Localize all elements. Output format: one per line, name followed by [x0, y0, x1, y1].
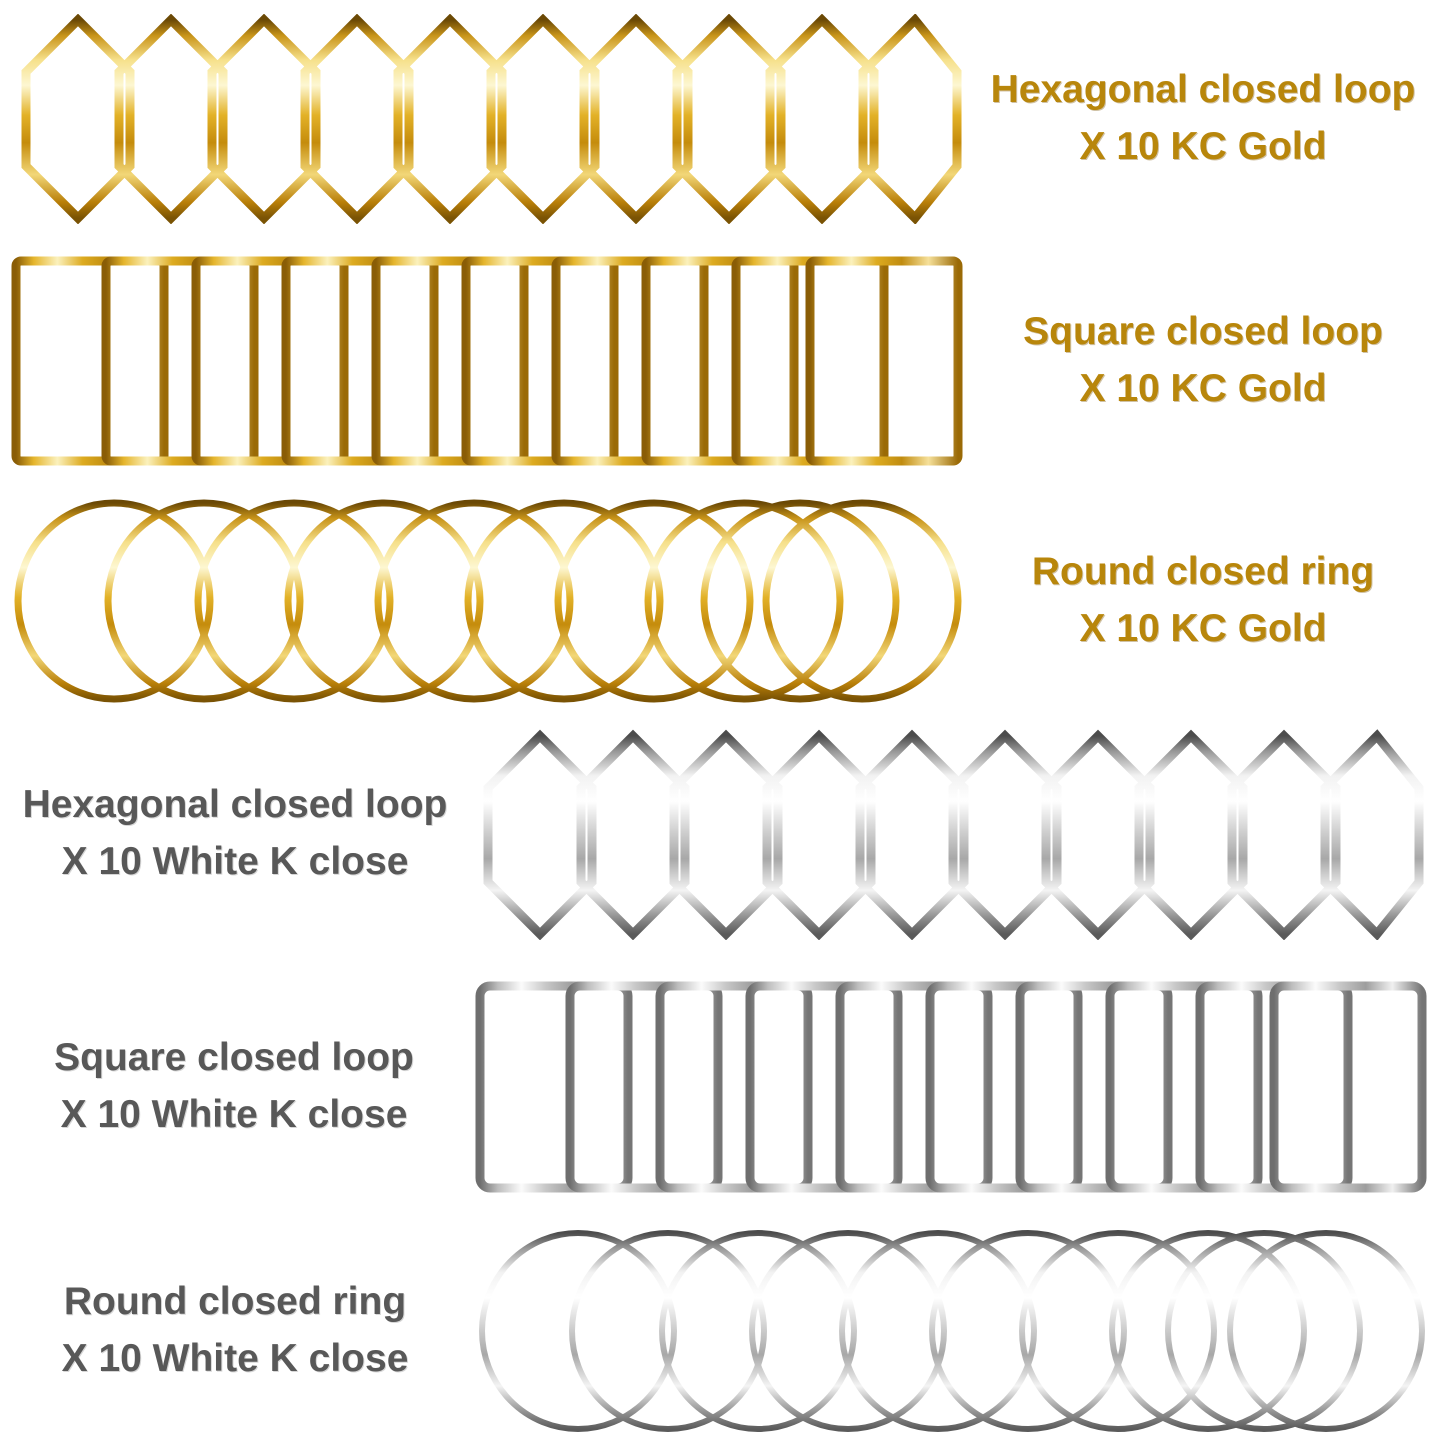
ring-item [929, 1230, 1127, 1432]
square-item [281, 256, 439, 466]
ring-item [14, 499, 214, 703]
hexagon-item [1134, 729, 1248, 940]
hexagon-item [669, 729, 783, 940]
hexagon-item [855, 729, 969, 940]
square-item [461, 256, 619, 466]
square-item [655, 981, 813, 1193]
hexagon-item [1320, 729, 1424, 940]
gold-square-svg [11, 256, 963, 466]
ring-item [104, 499, 304, 703]
ring-item [194, 499, 394, 703]
row-silver-square: Square closed loop X 10 White K close [0, 978, 1440, 1196]
gold-square-group [10, 255, 966, 467]
gold-hexagon-svg [21, 14, 962, 224]
hexagon-item [393, 14, 507, 224]
label-silver-hexagon: Hexagonal closed loop X 10 White K close [0, 777, 470, 890]
hexagon-item [1227, 729, 1341, 940]
hexagon-item [114, 14, 228, 224]
label-line-1: Square closed loop [54, 1036, 414, 1080]
label-silver-square: Square closed loop X 10 White K close [0, 1030, 468, 1143]
ring-item [839, 1230, 1037, 1432]
silver-round-group [474, 1228, 1430, 1434]
label-line-2: X 10 White K close [60, 1093, 408, 1136]
square-item [11, 256, 169, 466]
square-item [371, 256, 529, 466]
ring-item [700, 499, 900, 703]
hexagon-item [486, 14, 600, 224]
square-item [191, 256, 349, 466]
row-gold-square: Square closed loop X 10 KC Gold [0, 255, 1440, 467]
ring-item [762, 499, 962, 703]
label-gold-square: Square closed loop X 10 KC Gold [966, 304, 1440, 417]
silver-round-svg [479, 1230, 1425, 1432]
label-line-2: X 10 KC Gold [1079, 607, 1327, 650]
label-line-1: Hexagonal closed loop [990, 68, 1416, 112]
hexagon-item [576, 729, 690, 940]
square-item [101, 256, 259, 466]
row-gold-hexagon: Hexagonal closed loop X 10 KC Gold [0, 14, 1440, 224]
label-line-1: Round closed ring [63, 1280, 407, 1324]
ring-item [644, 499, 844, 703]
square-item [641, 256, 799, 466]
square-item [835, 981, 993, 1193]
ring-item [1109, 1230, 1307, 1432]
hexagon-item [1041, 729, 1155, 940]
label-silver-round: Round closed ring X 10 White K close [0, 1274, 470, 1387]
ring-item [1165, 1230, 1363, 1432]
square-item [1105, 981, 1263, 1193]
ring-item [1227, 1230, 1425, 1432]
silver-square-svg [475, 981, 1427, 1193]
row-silver-hexagon: Hexagonal closed loop X 10 White K close [0, 728, 1440, 940]
hexagon-item [483, 729, 597, 940]
ring-item [554, 499, 754, 703]
square-item [475, 981, 633, 1193]
ring-item [659, 1230, 857, 1432]
label-gold-hexagon: Hexagonal closed loop X 10 KC Gold [966, 62, 1440, 175]
hexagon-item [762, 729, 876, 940]
hexagon-item [672, 14, 786, 224]
hexagon-item [207, 14, 321, 224]
hexagon-item [300, 14, 414, 224]
ring-item [749, 1230, 947, 1432]
ring-item [374, 499, 574, 703]
ring-item [284, 499, 484, 703]
square-item [925, 981, 1083, 1193]
square-item [1015, 981, 1173, 1193]
hexagon-item [948, 729, 1062, 940]
label-line-2: X 10 White K close [61, 840, 409, 883]
gold-round-svg [14, 499, 962, 703]
square-item [551, 256, 709, 466]
silver-hexagon-group [478, 728, 1428, 940]
gold-hexagon-group [16, 14, 966, 224]
ring-item [464, 499, 664, 703]
ring-item [569, 1230, 767, 1432]
row-silver-round: Round closed ring X 10 White K close [0, 1228, 1440, 1434]
label-line-2: X 10 KC Gold [1079, 125, 1327, 168]
label-line-2: X 10 White K close [61, 1337, 409, 1380]
hexagon-item [579, 14, 693, 224]
hexagon-item [21, 14, 135, 224]
square-item [745, 981, 903, 1193]
label-line-1: Hexagonal closed loop [22, 783, 448, 827]
ring-item [1019, 1230, 1217, 1432]
silver-square-group [474, 978, 1430, 1196]
label-line-1: Square closed loop [1023, 310, 1383, 354]
silver-hexagon-svg [483, 729, 1424, 940]
square-item [565, 981, 723, 1193]
gold-round-group [10, 498, 966, 704]
row-gold-round: Round closed ring X 10 KC Gold [0, 498, 1440, 704]
square-item [805, 256, 963, 466]
label-line-1: Round closed ring [1031, 550, 1375, 594]
square-item [1269, 981, 1427, 1193]
hexagon-item [858, 14, 962, 224]
label-line-2: X 10 KC Gold [1079, 367, 1327, 410]
label-gold-round: Round closed ring X 10 KC Gold [966, 544, 1440, 657]
hexagon-item [765, 14, 879, 224]
ring-item [479, 1230, 677, 1432]
